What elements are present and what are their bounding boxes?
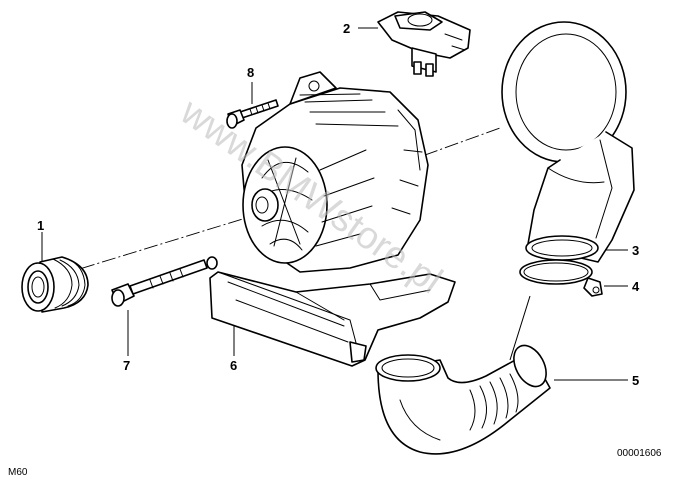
callout-numbers: 1 2 3 4 5 6 7 8 — [37, 21, 640, 388]
callout-2: 2 — [343, 21, 350, 36]
callout-6: 6 — [230, 358, 237, 373]
model-label: M60 — [8, 467, 28, 478]
callout-8: 8 — [247, 65, 254, 80]
flexible-hose[interactable] — [375, 340, 553, 455]
callout-4: 4 — [632, 279, 640, 294]
air-duct-bracket[interactable] — [209, 271, 456, 367]
alternator[interactable] — [241, 71, 429, 273]
intake-duct[interactable] — [501, 21, 635, 263]
upper-bolt[interactable] — [226, 99, 279, 129]
callout-1: 1 — [37, 218, 44, 233]
pulley[interactable] — [21, 256, 89, 313]
voltage-regulator[interactable] — [377, 11, 471, 77]
diagram-number-label: 00001606 — [617, 448, 662, 459]
callout-3: 3 — [632, 243, 639, 258]
callout-7: 7 — [123, 358, 130, 373]
hose-clamp[interactable] — [519, 259, 603, 297]
callout-5: 5 — [632, 373, 639, 388]
long-bolt[interactable] — [111, 256, 218, 307]
leader-lines — [41, 27, 628, 381]
